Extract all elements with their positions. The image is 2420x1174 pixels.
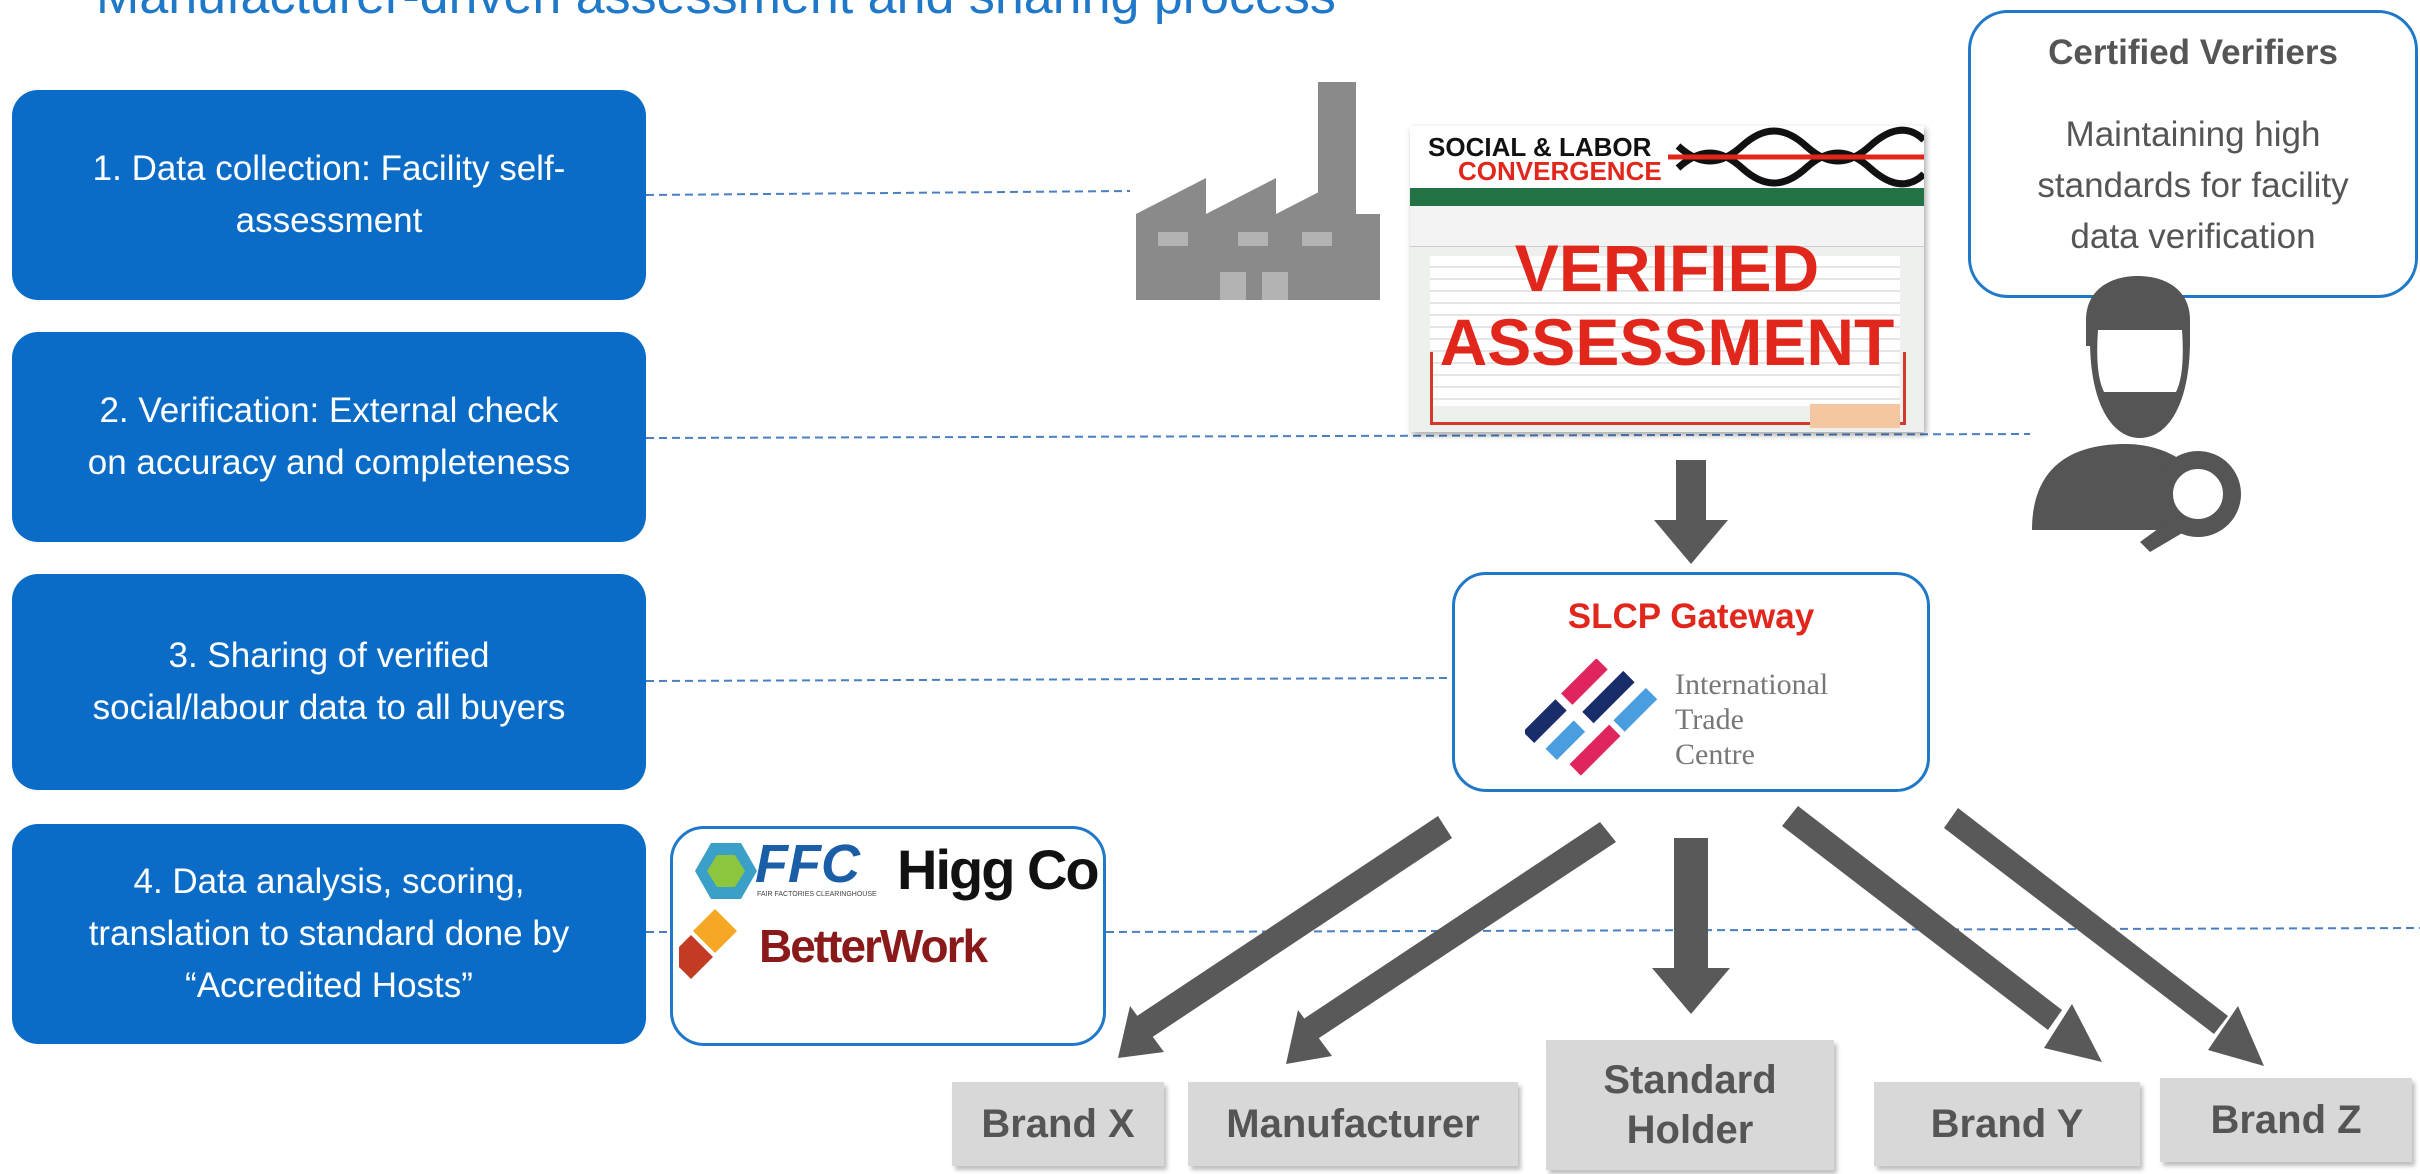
verified-stamp-line1: VERIFIED	[1514, 231, 1820, 305]
ffc-logo-text: FFC	[755, 834, 860, 894]
step-4-box: 4. Data analysis, scoring, translation t…	[12, 824, 646, 1044]
verified-stamp-line2: ASSESSMENT	[1439, 305, 1895, 379]
manufacturer-box: Manufacturer	[1188, 1082, 1518, 1166]
step-3-text: 3. Sharing of verified social/labour dat…	[92, 636, 566, 727]
slc-logo-line2: CONVERGENCE	[1458, 156, 1662, 186]
arrow-to-standard-holder	[1652, 838, 1730, 1014]
brand-x-box: Brand X	[952, 1082, 1164, 1166]
slc-logo-line1: SOCIAL & LABOR	[1428, 132, 1652, 162]
slcp-gateway-box: SLCP Gateway International Trade Centre	[1452, 572, 1930, 792]
verified-assessment-image: SOCIAL & LABOR CONVERGENCE VERIFIED ASSE…	[1410, 126, 1924, 432]
higg-co-logo: Higg Co	[897, 838, 1100, 901]
standard-holder-box: Standard Holder	[1546, 1040, 1834, 1170]
betterwork-logo-icon	[679, 909, 737, 979]
gateway-title: SLCP Gateway	[1567, 597, 1815, 636]
certified-verifiers-box: Certified Verifiers Maintaining high sta…	[1968, 10, 2418, 298]
page-title: Manufacturer-driven assessment and shari…	[96, 0, 1336, 26]
itc-name: International Trade Centre	[1675, 668, 1829, 771]
arrow-to-brand-z	[1944, 808, 2264, 1066]
connector-line-3	[645, 677, 1453, 682]
accredited-hosts-box: FFC FAIR FACTORIES CLEARINGHOUSE Higg Co…	[670, 826, 1106, 1046]
betterwork-logo-text: BetterWork	[759, 920, 988, 972]
step-1-box: 1. Data collection: Facility self- asses…	[12, 90, 646, 300]
down-arrow-icon	[1654, 460, 1728, 564]
step-2-box: 2. Verification: External check on accur…	[12, 332, 646, 542]
step-3-box: 3. Sharing of verified social/labour dat…	[12, 574, 646, 790]
connector-line-4b	[1105, 927, 2420, 933]
connector-line-2	[645, 433, 2031, 439]
ffc-logo-icon	[695, 843, 757, 899]
arrow-to-brand-x	[1118, 816, 1452, 1058]
itc-logo-icon	[1525, 659, 1658, 776]
brand-z-box: Brand Z	[2160, 1078, 2412, 1162]
verifiers-description: Maintaining high standards for facility …	[2037, 115, 2349, 256]
step-4-text: 4. Data analysis, scoring, translation t…	[88, 862, 570, 1005]
ffc-logo-subtext: FAIR FACTORIES CLEARINGHOUSE	[757, 891, 877, 898]
slc-logo-mark-icon	[1668, 126, 1924, 188]
verifiers-heading: Certified Verifiers	[2048, 33, 2338, 72]
step-1-text: 1. Data collection: Facility self- asses…	[92, 149, 566, 240]
brand-y-box: Brand Y	[1874, 1082, 2140, 1166]
connector-line-1	[645, 190, 1131, 196]
arrow-to-manufacturer	[1286, 822, 1616, 1064]
step-2-text: 2. Verification: External check on accur…	[87, 391, 571, 482]
arrow-to-brand-y	[1782, 806, 2102, 1062]
